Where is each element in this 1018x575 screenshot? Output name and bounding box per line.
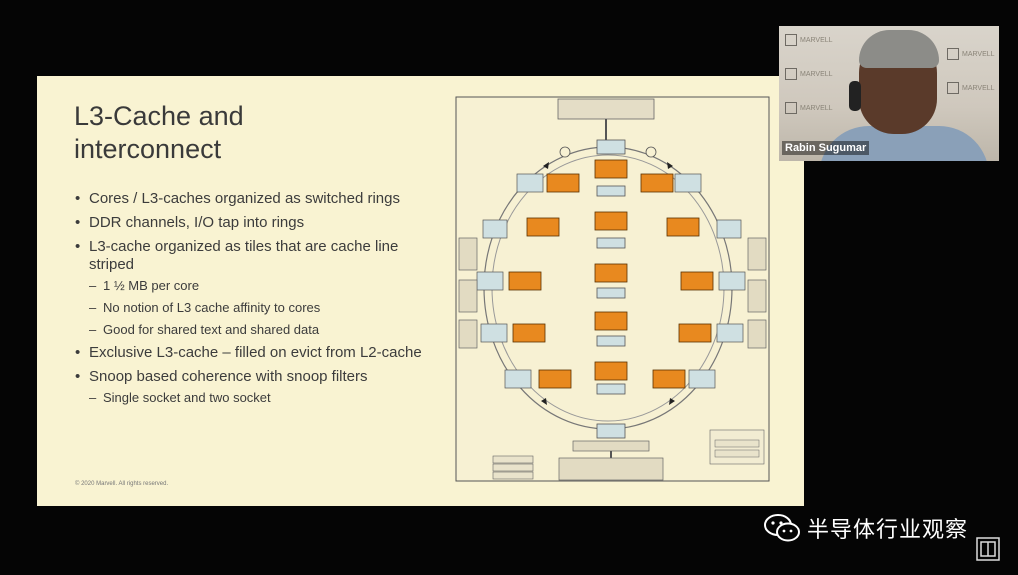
copyright-notice: © 2020 Marvell. All rights reserved. <box>75 481 169 487</box>
bullet-item: Exclusive L3-cache – filled on evict fro… <box>75 344 435 362</box>
wall-logo-text: MARVELL <box>800 104 833 112</box>
headset-icon <box>849 81 861 111</box>
bullet-text: DDR channels, I/O tap into rings <box>89 214 305 231</box>
wall-logo: MARVELL <box>947 82 995 94</box>
speaker-hair <box>859 30 939 68</box>
bullet-item: L3-cache organized as tiles that are cac… <box>75 238 435 338</box>
wall-logo-text: MARVELL <box>962 50 995 58</box>
wall-logo: MARVELL <box>785 102 833 114</box>
wall-logo: MARVELL <box>785 68 833 80</box>
bullet-text: Snoop based coherence with snoop filters <box>89 368 368 385</box>
wall-logo-text: MARVELL <box>800 36 833 44</box>
slide-title-line-1: L3-Cache and <box>74 101 244 131</box>
marvell-logo-icon <box>976 537 1000 561</box>
wechat-icon <box>764 514 800 542</box>
watermark-text: 半导体行业观察 <box>807 518 969 543</box>
bullet-text: Cores / L3-caches organized as switched … <box>89 190 400 207</box>
bullet-text: L3-cache organized as tiles that are cac… <box>89 238 399 273</box>
slide-title: L3-Cache and interconnect <box>74 100 244 166</box>
wechat-watermark: 半导体行业观察 <box>763 512 968 544</box>
speaker-name-label: Rabin Sugumar <box>782 141 870 155</box>
wall-logo: MARVELL <box>785 34 833 46</box>
bullet-item: DDR channels, I/O tap into rings <box>75 214 435 232</box>
sub-bullet-item: Good for shared text and shared data <box>89 322 435 338</box>
wall-logo: MARVELL <box>947 48 995 60</box>
presentation-slide: L3-Cache and interconnect Cores / L3-cac… <box>37 76 804 506</box>
sub-bullet-item: No notion of L3 cache affinity to cores <box>89 300 435 316</box>
bullet-list: Cores / L3-caches organized as switched … <box>75 190 435 412</box>
wall-logo-text: MARVELL <box>800 70 833 78</box>
sub-bullet-list: Single socket and two socket <box>89 390 435 406</box>
sub-bullet-item: 1 ½ MB per core <box>89 278 435 294</box>
bullet-text: Exclusive L3-cache – filled on evict fro… <box>89 344 422 361</box>
sub-bullet-item: Single socket and two socket <box>89 390 435 406</box>
sub-bullet-list: 1 ½ MB per core No notion of L3 cache af… <box>89 278 435 338</box>
wall-logo-text: MARVELL <box>962 84 995 92</box>
ring-interconnect-diagram <box>455 96 770 482</box>
slide-title-line-2: interconnect <box>74 134 222 164</box>
speaker-webcam: MARVELL MARVELL MARVELL MARVELL MARVELL … <box>779 26 999 161</box>
bullet-item: Cores / L3-caches organized as switched … <box>75 190 435 208</box>
bullet-item: Snoop based coherence with snoop filters… <box>75 368 435 406</box>
